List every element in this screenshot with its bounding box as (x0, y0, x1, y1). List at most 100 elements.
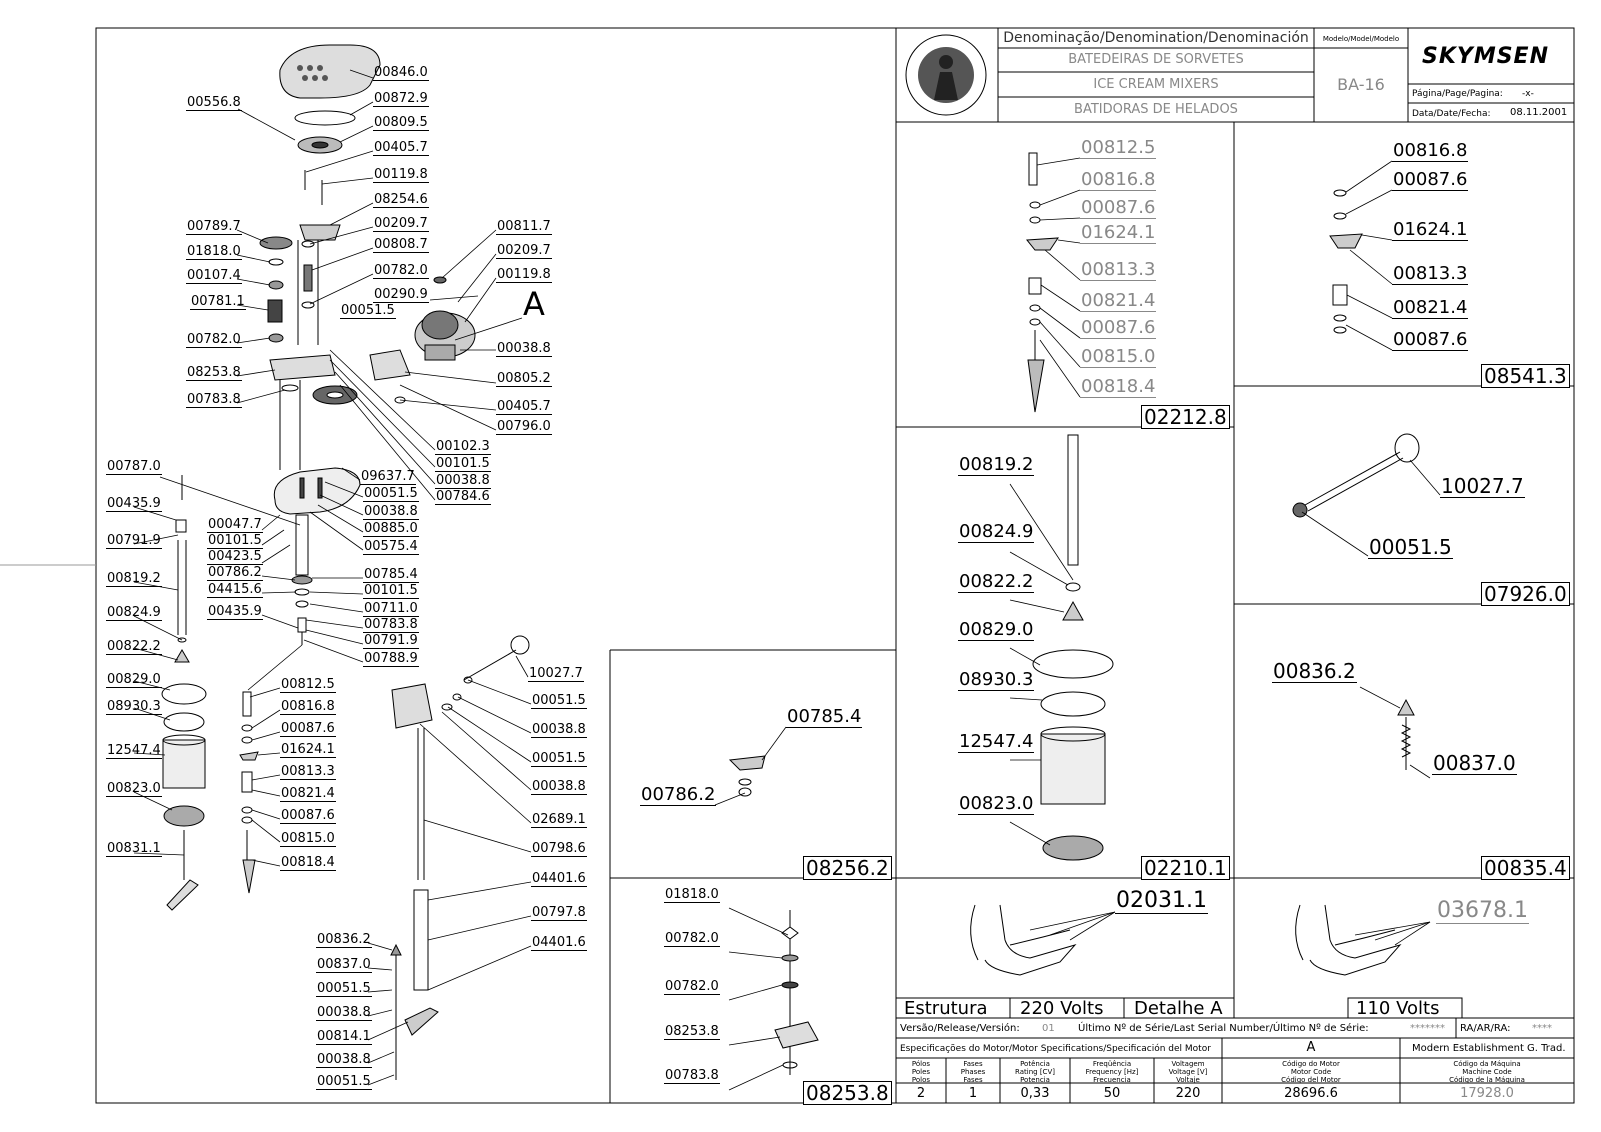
wiring-code-220: 02031.1 (1115, 888, 1208, 914)
part-label: 00423.5 (207, 549, 263, 565)
part-label: 00782.0 (373, 263, 429, 279)
part-label: 00815.0 (280, 831, 336, 847)
spec-header-line: Voltage [V] (1168, 1068, 1208, 1076)
part-label: 04415.6 (207, 582, 263, 598)
part-label: 00831.1 (106, 841, 162, 857)
spec-header-line: Phases (960, 1068, 986, 1076)
part-label: 00051.5 (531, 751, 587, 767)
part-label: 00786.2 (207, 565, 263, 581)
detail-code-00835-4: 00835.4 (1481, 856, 1570, 880)
part-label: 00885.0 (363, 521, 419, 537)
spec-header-line: Poles (911, 1068, 931, 1076)
spec-header-line: Frecuencia (1093, 1076, 1131, 1084)
detail-part-label: 01818.0 (664, 887, 720, 903)
serial-label: Último Nº de Série/Last Serial Number/Úl… (1078, 1023, 1369, 1034)
detail-part-label: 00812.5 (1080, 137, 1157, 159)
part-label: 00788.9 (363, 651, 419, 667)
model-header: Modelo/Model/Modelo (1322, 35, 1400, 43)
part-label: 00038.8 (531, 722, 587, 738)
detail-00835-4-drawing (1397, 698, 1415, 770)
spec-header-line: Código de la Máquina (1449, 1076, 1525, 1084)
part-label: 00836.2 (316, 932, 372, 948)
spec-header-line: Freqüência (1092, 1060, 1132, 1068)
part-label: 00038.8 (316, 1005, 372, 1021)
part-label: 00435.9 (106, 496, 162, 512)
detail-part-label: 00782.0 (664, 979, 720, 995)
detail-02210-1-drawing (1032, 434, 1114, 861)
part-label: 00107.4 (186, 268, 242, 284)
detail-02212-8-drawing (1026, 152, 1059, 413)
part-label: 08254.6 (373, 192, 429, 208)
part-label: 00290.9 (373, 287, 429, 303)
part-label: 00791.9 (106, 533, 162, 549)
part-label: 00102.3 (435, 439, 491, 455)
detail-code-08541-3: 08541.3 (1481, 364, 1570, 388)
product-name-en: ICE CREAM MIXERS (1093, 77, 1219, 92)
date-label: Data/Date/Fecha: (1412, 109, 1491, 119)
detail-part-label: 00816.8 (1392, 140, 1469, 162)
detail-part-label: 00836.2 (1272, 659, 1357, 683)
detail-part-label: 00823.0 (958, 793, 1035, 815)
wiring-detail-220 (970, 904, 1077, 976)
part-label: 00038.8 (435, 473, 491, 489)
part-label: 00809.5 (373, 115, 429, 131)
detail-part-label: 00087.6 (1080, 197, 1157, 219)
detail-part-label: 00087.6 (1392, 169, 1469, 191)
part-label: 00784.6 (435, 489, 491, 505)
part-label: 12547.4 (106, 743, 162, 759)
detail-part-label: 01624.1 (1392, 219, 1469, 241)
part-label: 00119.8 (496, 267, 552, 283)
spec-header-line: Motor Code (1290, 1068, 1332, 1076)
part-label: 01818.0 (186, 244, 242, 260)
part-label: 00051.5 (363, 486, 419, 502)
detail-part-label: 00786.2 (640, 784, 717, 806)
spec-value: 28696.6 (1284, 1086, 1338, 1101)
part-label: 00087.6 (280, 808, 336, 824)
spec-header-line: Rating [CV] (1015, 1068, 1055, 1076)
part-label: 04401.6 (531, 935, 587, 951)
part-label: 00837.0 (316, 957, 372, 973)
spec-header-line: Potência (1020, 1060, 1050, 1068)
detail-part-label: 00821.4 (1080, 290, 1157, 312)
volts-220-label: 220 Volts (1020, 998, 1104, 1019)
part-label: 00051.5 (316, 981, 372, 997)
detail-part-label: 08253.8 (664, 1024, 720, 1040)
part-label: 02689.1 (531, 812, 587, 828)
part-label: 00783.8 (186, 392, 242, 408)
part-label: 00816.8 (280, 699, 336, 715)
product-name-es: BATIDORAS DE HELADOS (1074, 102, 1238, 117)
wiring-code-110: 03678.1 (1436, 898, 1529, 924)
part-label: 00101.5 (207, 533, 263, 549)
part-label: 00209.7 (373, 216, 429, 232)
part-label: 00051.5 (316, 1074, 372, 1090)
detail-part-label: 00816.8 (1080, 169, 1157, 191)
detail-part-label: 00783.8 (664, 1068, 720, 1084)
detail-part-label: 00819.2 (958, 454, 1035, 476)
ra-label: RA/AR/RA: (1460, 1023, 1511, 1034)
version-value: 01 (1042, 1023, 1055, 1034)
part-label: 00087.6 (280, 721, 336, 737)
part-label: 00781.1 (190, 294, 246, 310)
ra-value: **** (1532, 1023, 1552, 1034)
serial-value: ******* (1410, 1023, 1445, 1034)
spec-value: 1 (968, 1086, 978, 1101)
detail-08256-2-drawing (728, 755, 766, 797)
detail-code-08256-2: 08256.2 (803, 856, 892, 880)
part-label: 00038.8 (531, 779, 587, 795)
version-label: Versão/Release/Versión: (900, 1023, 1020, 1034)
detail-code-07926-0: 07926.0 (1481, 582, 1570, 606)
part-label: 00405.7 (496, 399, 552, 415)
detail-part-label: 10027.7 (1440, 474, 1525, 498)
spec-header-line: Código do Motor (1282, 1060, 1340, 1068)
part-label: 08253.8 (186, 365, 242, 381)
part-label: 00812.5 (280, 677, 336, 693)
spec-header-line: Fases (963, 1076, 983, 1084)
volts-110-label: 110 Volts (1356, 998, 1440, 1019)
spec-value: 220 (1175, 1086, 1201, 1101)
part-label: 00575.4 (363, 539, 419, 555)
authorized-assistance-seal (905, 34, 987, 116)
spec-header-line: Frequency [Hz] (1085, 1068, 1139, 1076)
part-label: 00051.5 (340, 303, 396, 319)
part-label: 00824.9 (106, 605, 162, 621)
